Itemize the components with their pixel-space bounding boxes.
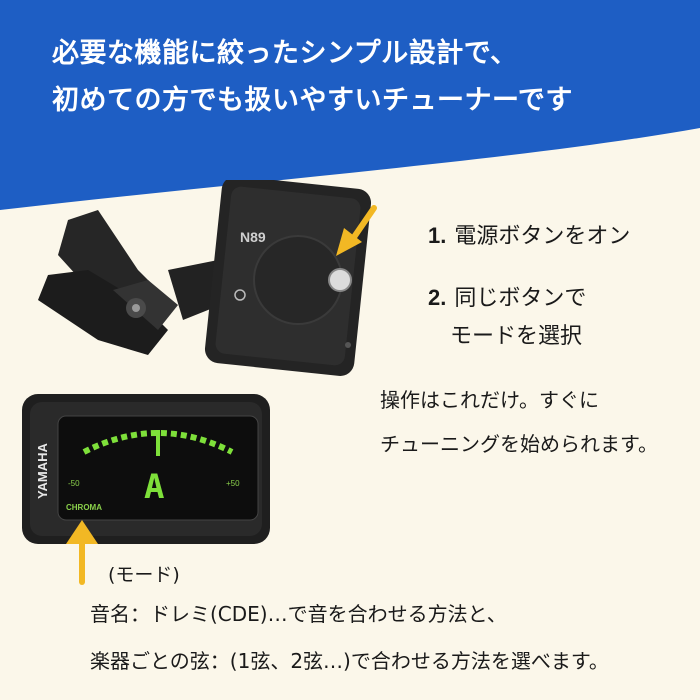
mode-arrow-icon xyxy=(66,520,98,585)
step-2-number: 2. xyxy=(428,285,447,310)
step-2-line-2: モードを選択 xyxy=(450,318,582,350)
mode-line-1: 音名：ドレミ(CDE)…で音を合わせる方法と、 xyxy=(90,602,507,626)
step-1-text: 電源ボタンをオン xyxy=(454,224,631,249)
display-tuner-image: YAMAHA A -50 +50 CHROMA xyxy=(22,394,272,558)
headline: 必要な機能に絞ったシンプル設計で、 初めての方でも扱いやすいチューナーです xyxy=(52,30,672,124)
scale-left-label: -50 xyxy=(68,479,80,488)
header-banner: 必要な機能に絞ったシンプル設計で、 初めての方でも扱いやすいチューナーです xyxy=(0,0,700,210)
banner-shape xyxy=(0,0,700,210)
brand-label: YAMAHA xyxy=(35,443,50,499)
description-line-2: チューニングを始められます。 xyxy=(380,432,658,456)
mode-label: (モード) xyxy=(108,564,180,586)
scale-right-label: +50 xyxy=(226,479,240,488)
headline-line-2: 初めての方でも扱いやすいチューナーです xyxy=(52,85,573,116)
model-label: N89 xyxy=(240,229,266,245)
mode-indicator-label: CHROMA xyxy=(66,503,102,512)
clip-tuner-image: N89 xyxy=(18,176,398,384)
step-2-text: 同じボタンで xyxy=(454,286,587,311)
mode-line-2: 楽器ごとの弦：(1弦、2弦…)で合わせる方法を選べます。 xyxy=(90,649,609,673)
description-line-1: 操作はこれだけ。すぐに xyxy=(380,388,599,412)
step-1-number: 1. xyxy=(428,223,447,248)
note-display: A xyxy=(144,467,164,507)
step-2: 2. 同じボタンで xyxy=(428,280,586,312)
step-2-text-2: モードを選択 xyxy=(450,324,583,349)
power-button-arrow-icon xyxy=(336,205,377,256)
step-1: 1. 電源ボタンをオン xyxy=(428,218,630,250)
headline-line-1: 必要な機能に絞ったシンプル設計で、 xyxy=(52,38,518,69)
